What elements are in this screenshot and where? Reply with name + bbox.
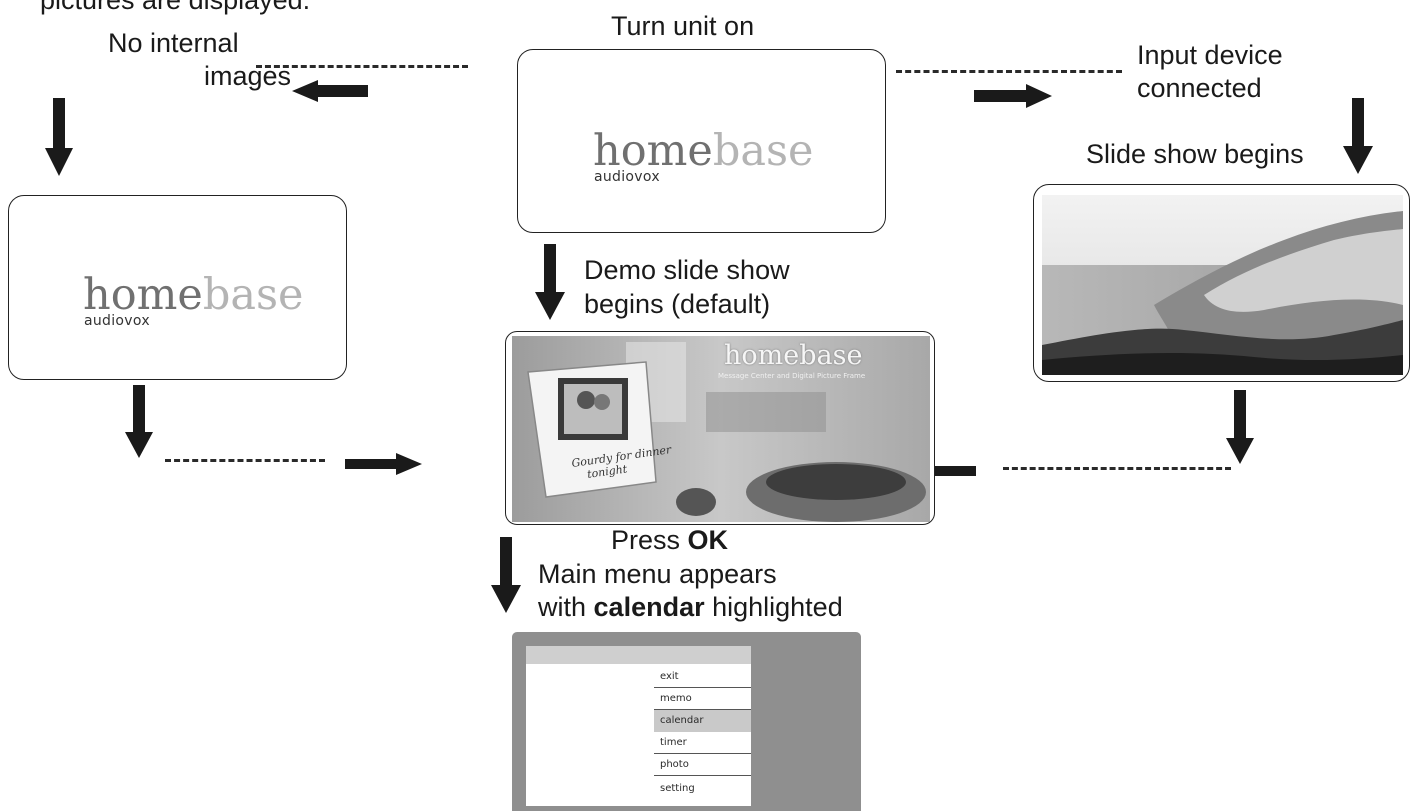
main-menu-screen: exit memo calendar timer photo setting [512, 632, 861, 811]
slideshow-photo-frame [1033, 184, 1410, 382]
label-calendar-highlighted: with calendar highlighted [538, 592, 843, 622]
label-demo-slide-show-2: begins (default) [584, 289, 771, 319]
demo-slideshow-photo: Gourdy for dinner tonight homebase Messa… [505, 331, 935, 525]
menu-item-memo[interactable]: memo [654, 688, 751, 710]
arrow-down-icon [125, 385, 153, 458]
menu-item-setting[interactable]: setting [660, 783, 695, 794]
dashed-connector-left-top [256, 65, 468, 68]
arrow-down-icon [491, 537, 521, 613]
arrow-down-icon [1343, 98, 1373, 174]
audiovox-brand: audiovox [84, 313, 150, 329]
menu-item-timer[interactable]: timer [654, 732, 751, 754]
label-press-ok: Press OK [611, 525, 729, 555]
menu-item-calendar[interactable]: calendar [654, 710, 751, 732]
arrow-right-icon [974, 84, 1052, 108]
demo-photo-scene [512, 336, 930, 522]
coastline-photo [1042, 195, 1403, 375]
menu-title-bar [526, 646, 751, 664]
arrow-right-icon [345, 453, 422, 475]
cut-off-text: pictures are displayed. [40, 0, 311, 15]
watermark-caption: Message Center and Digital Picture Frame [718, 372, 866, 380]
label-demo-slide-show-1: Demo slide show [584, 255, 790, 285]
label-input-device-2: connected [1137, 73, 1262, 103]
arrow-down-icon [45, 98, 73, 176]
label-turn-unit-on: Turn unit on [611, 11, 755, 41]
audiovox-brand: audiovox [594, 169, 660, 185]
label-input-device-1: Input device [1137, 40, 1283, 70]
no-images-screen: homebase audiovox [8, 195, 347, 380]
arrow-left-icon [292, 80, 368, 102]
dashed-connector-right-bottom [1003, 467, 1231, 470]
homebase-logo: homebase [83, 270, 304, 320]
startup-screen: homebase audiovox [517, 49, 886, 233]
arrow-down-icon [1226, 390, 1254, 464]
menu-item-photo[interactable]: photo [654, 754, 751, 776]
main-menu-panel: exit memo calendar timer photo setting [526, 646, 751, 806]
dashed-connector-right-top [896, 70, 1122, 73]
dashed-connector-left-bottom [165, 459, 325, 462]
homebase-logo: homebase [593, 126, 814, 176]
menu-item-exit[interactable]: exit [654, 666, 751, 688]
label-no-internal-images-1: No internal [108, 28, 239, 58]
homebase-watermark-logo: homebase [724, 340, 863, 371]
label-slide-show-begins: Slide show begins [1086, 139, 1304, 169]
label-main-menu: Main menu appears [538, 559, 777, 589]
arrow-down-icon [535, 244, 565, 320]
